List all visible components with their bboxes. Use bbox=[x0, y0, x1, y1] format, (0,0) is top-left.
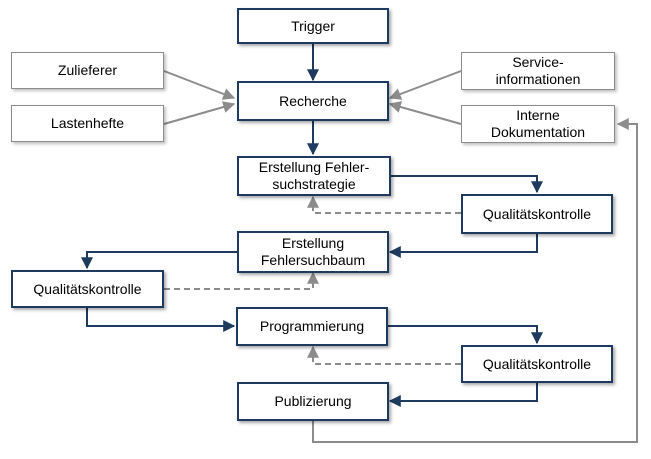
interne-dokumentation-box: Interne Dokumentation bbox=[461, 105, 615, 143]
programmierung-label: Programmierung bbox=[259, 318, 365, 334]
lastenhefte-label: Lastenhefte bbox=[50, 115, 125, 131]
lastenhefte-box: Lastenhefte bbox=[11, 105, 164, 142]
trigger-box: Trigger bbox=[237, 8, 389, 44]
fehlersuchbaum-label: Erstellung Fehlersuchbaum bbox=[260, 235, 366, 268]
feedback-qk1-to-fehlersuchstrategie bbox=[307, 195, 461, 214]
arrow-programmierung-to-qk3 bbox=[387, 325, 543, 345]
arrow-publizierung-to-interne-dokumentation bbox=[312, 118, 638, 443]
arrow-qk3-to-publizierung bbox=[388, 383, 538, 407]
publizierung-label: Publizierung bbox=[274, 393, 352, 409]
serviceinformationen-label: Service- informationen bbox=[495, 54, 581, 87]
qualitaetskontrolle-2-box: Qualitätskontrolle bbox=[11, 270, 164, 308]
arrow-fehlersuchbaum-to-qk2 bbox=[81, 251, 237, 270]
interne-dokumentation-label: Interne Dokumentation bbox=[490, 107, 586, 140]
arrow-zulieferer-to-recherche bbox=[163, 70, 236, 100]
arrow-fehlersuchstrategie-to-qk1 bbox=[391, 175, 543, 194]
qualitaetskontrolle-1-label: Qualitätskontrolle bbox=[482, 205, 592, 222]
recherche-label: Recherche bbox=[279, 92, 347, 109]
fehlersuchstrategie-label: Erstellung Fehler- suchstrategie bbox=[258, 159, 370, 192]
qualitaetskontrolle-3-box: Qualitätskontrolle bbox=[461, 345, 613, 383]
publizierung-box: Publizierung bbox=[237, 382, 389, 421]
fehlersuchbaum-box: Erstellung Fehlersuchbaum bbox=[237, 231, 389, 273]
qualitaetskontrolle-2-label: Qualitätskontrolle bbox=[33, 280, 142, 297]
arrow-lastenhefte-to-recherche bbox=[163, 101, 236, 125]
fehlersuchstrategie-box: Erstellung Fehler- suchstrategie bbox=[237, 156, 391, 196]
trigger-label: Trigger bbox=[291, 17, 335, 34]
qualitaetskontrolle-3-label: Qualitätskontrolle bbox=[482, 355, 592, 372]
arrow-interne-dokumentation-to-recherche bbox=[388, 101, 462, 125]
arrow-serviceinformationen-to-recherche bbox=[388, 70, 462, 100]
feedback-qk3-to-programmierung bbox=[307, 345, 461, 365]
arrow-qk2-to-programmierung bbox=[86, 308, 236, 332]
feedback-qk2-to-fehlersuchbaum bbox=[164, 271, 319, 290]
serviceinformationen-box: Service- informationen bbox=[461, 52, 615, 90]
qualitaetskontrolle-1-box: Qualitätskontrolle bbox=[461, 194, 613, 234]
zulieferer-box: Zulieferer bbox=[11, 52, 164, 89]
zulieferer-label: Zulieferer bbox=[57, 62, 118, 78]
recherche-box: Recherche bbox=[237, 81, 389, 121]
programmierung-box: Programmierung bbox=[236, 307, 388, 346]
arrow-qk1-to-fehlersuchbaum bbox=[388, 234, 538, 258]
